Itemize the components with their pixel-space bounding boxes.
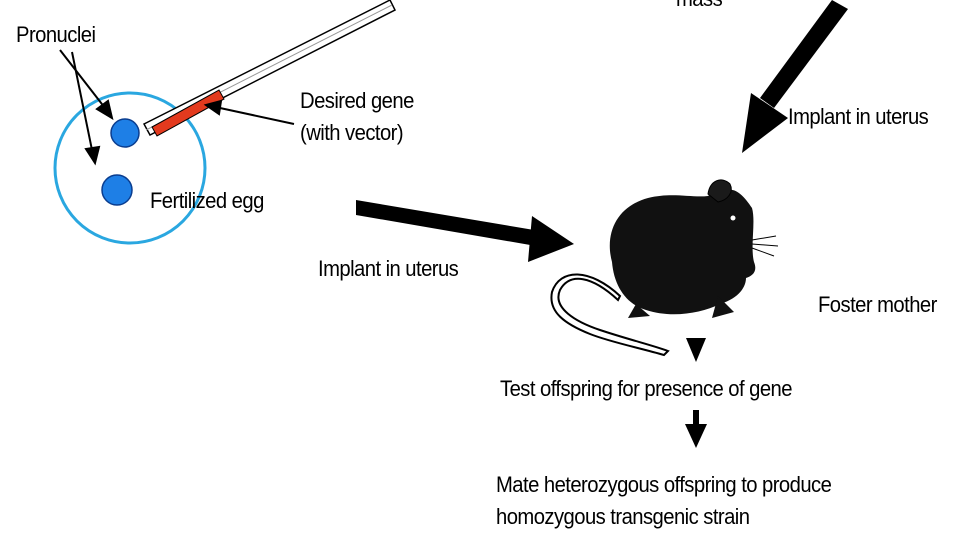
implant-left-label: Implant in uterus <box>318 256 458 282</box>
desired-gene-label-line2: (with vector) <box>300 120 403 146</box>
implant-arrow-right-head <box>742 93 788 153</box>
test-offspring-label: Test offspring for presence of gene <box>500 376 792 402</box>
desired-gene-label-line1: Desired gene <box>300 88 414 114</box>
down-arrow-1 <box>686 338 706 362</box>
mate-label-line1: Mate heterozygous offspring to produce <box>496 472 831 498</box>
pronucleus-lower <box>102 175 132 205</box>
implant-right-label: Implant in uterus <box>788 104 928 130</box>
implant-arrow-right <box>760 0 848 108</box>
pronuclei-label: Pronuclei <box>16 22 95 48</box>
top-cut-label: mass <box>676 0 722 12</box>
implant-arrow-left-head <box>528 216 574 262</box>
foster-mother-mouse <box>551 180 778 355</box>
mate-label-line2: homozygous transgenic strain <box>496 504 749 530</box>
micropipette <box>144 0 395 136</box>
implant-arrow-left <box>356 200 540 246</box>
foster-mother-label: Foster mother <box>818 292 937 318</box>
gene-pointer <box>206 101 294 124</box>
fertilized-egg-label: Fertilized egg <box>150 188 264 214</box>
mouse-body <box>610 188 756 315</box>
mouse-eye <box>731 216 736 221</box>
desired-gene-segment <box>152 90 224 136</box>
pronucleus-upper <box>111 119 139 147</box>
down-arrow-2 <box>685 410 707 448</box>
mouse-whiskers <box>752 236 778 256</box>
